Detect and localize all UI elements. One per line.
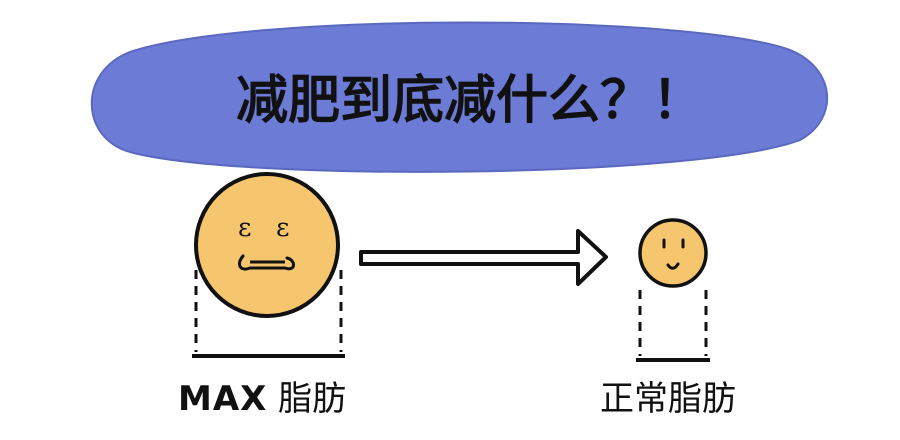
- small-mouth: [666, 262, 680, 270]
- before-label-strong: MAX: [178, 379, 268, 419]
- title-text: 减肥到底减什么？！: [236, 71, 704, 131]
- before-label: MAX 脂肪: [178, 371, 346, 420]
- big-face: [194, 172, 340, 318]
- after-label: 正常脂肪: [600, 379, 736, 419]
- big-mouth: [238, 254, 295, 271]
- before-label-rest: 脂肪: [267, 379, 347, 419]
- small-face: [638, 218, 708, 288]
- arrow-right: [359, 229, 608, 286]
- big-eye-right: ε: [276, 213, 289, 243]
- big-fat-figure: ε ε: [192, 172, 345, 358]
- title-bubble: [90, 21, 829, 173]
- small-normal-figure: [636, 218, 710, 362]
- big-eye-left: ε: [238, 213, 251, 243]
